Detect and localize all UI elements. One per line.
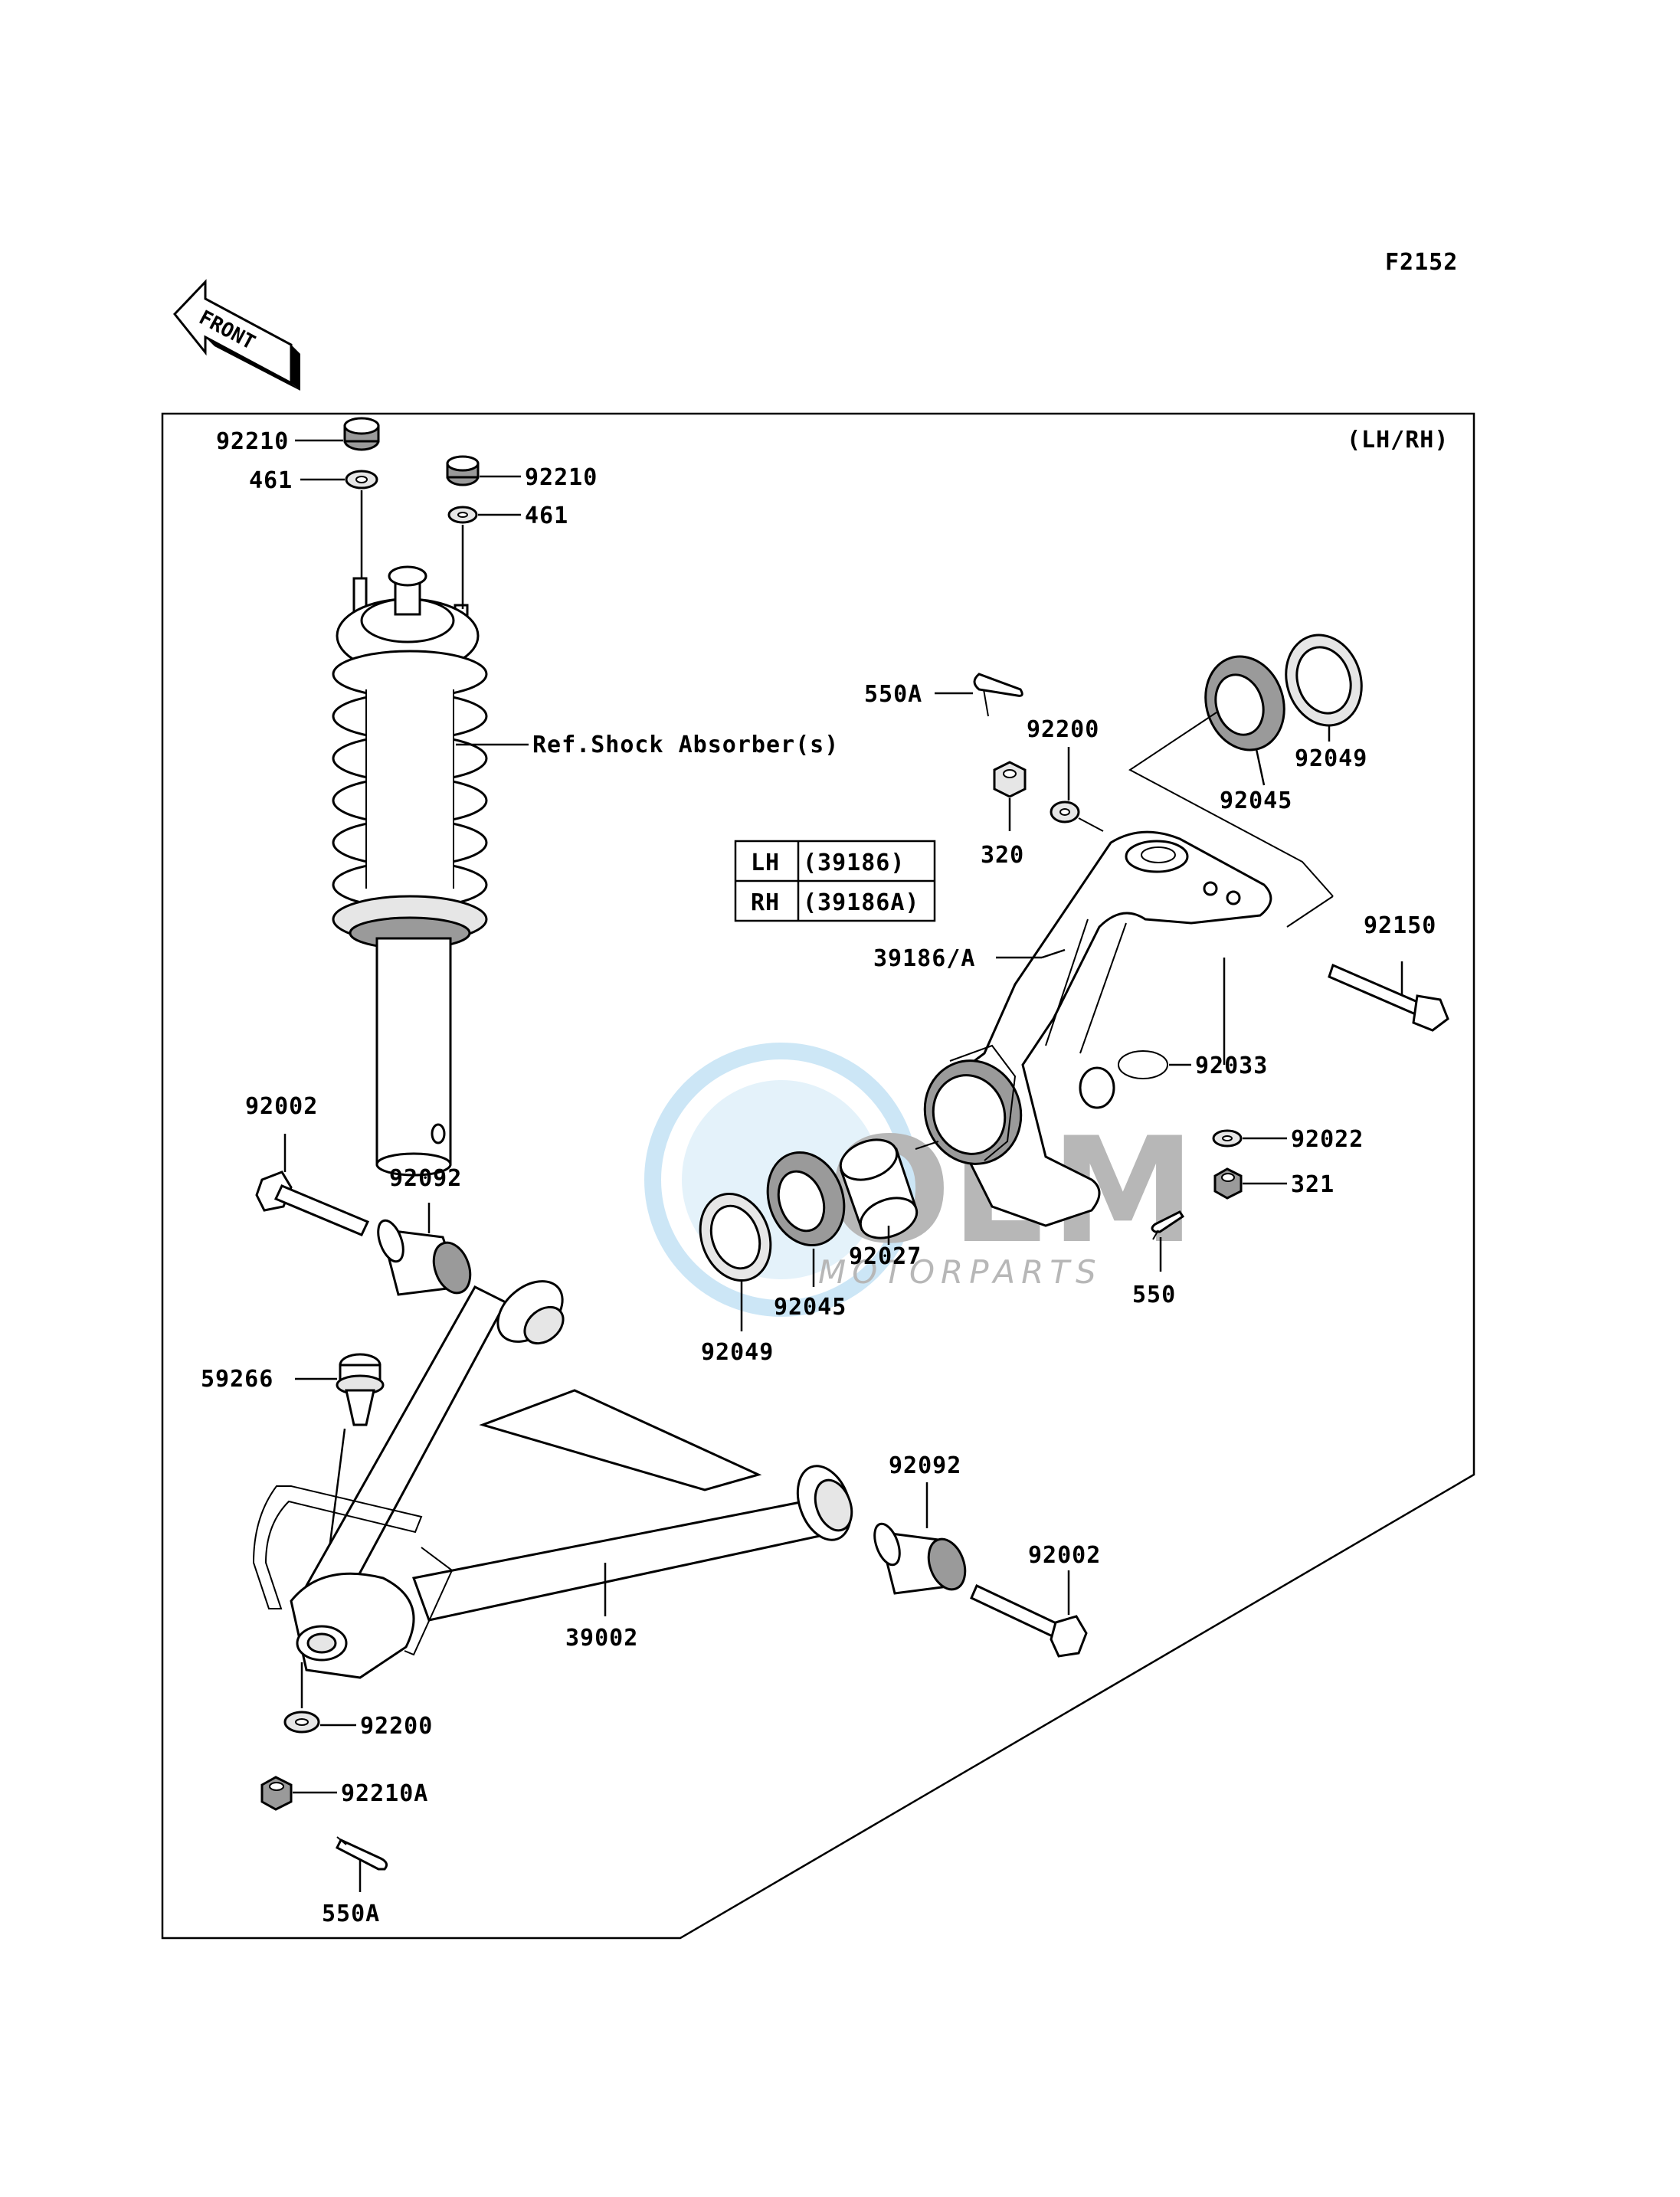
part-92210-a: 92210 — [216, 428, 289, 455]
part-92022: 92022 — [1291, 1126, 1364, 1153]
nut-92210A-icon — [260, 1776, 293, 1811]
part-92150: 92150 — [1364, 912, 1436, 939]
part-550: 550 — [1132, 1282, 1176, 1308]
part-92200-top: 92200 — [1027, 716, 1099, 743]
part-92045-top: 92045 — [1220, 787, 1292, 814]
seal-92049-bottom-icon — [699, 1192, 772, 1282]
part-92027: 92027 — [849, 1243, 922, 1270]
collar-92027-icon — [839, 1138, 919, 1239]
bearing-92045-top-icon — [1204, 655, 1285, 751]
side-note: (LH/RH) — [1347, 427, 1449, 453]
table-lh-part: (39186) — [803, 850, 905, 876]
nut-92210-a-icon — [343, 417, 380, 451]
watermark-sub: MOTORPARTS — [818, 1253, 1102, 1291]
bolt-92002-left-icon — [255, 1171, 370, 1236]
table-lh-side: LH — [751, 850, 780, 876]
shock-absorber — [332, 565, 488, 1177]
cotter-pin-550A-top-icon — [973, 673, 1023, 717]
part-92210A: 92210A — [341, 1780, 428, 1807]
bearing-92045-bottom-icon — [766, 1151, 846, 1247]
cotter-pin-550A-bottom-icon — [335, 1836, 388, 1871]
washer-461-b-icon — [447, 506, 478, 524]
part-92049-top: 92049 — [1295, 745, 1367, 772]
part-92002-right: 92002 — [1028, 1542, 1101, 1569]
part-92045-bottom: 92045 — [774, 1294, 847, 1321]
knuckle-lh-rh-table: LH (39186) RH (39186A) — [734, 840, 936, 922]
washer-92200-bottom-icon — [283, 1711, 320, 1734]
part-550A-top: 550A — [864, 681, 922, 708]
figure-code: F2152 — [1385, 249, 1458, 276]
washer-461-a-icon — [345, 470, 378, 489]
washer-92200-top-icon — [1050, 801, 1080, 823]
nut-320-icon — [993, 761, 1027, 798]
part-92049-bottom: 92049 — [701, 1339, 774, 1366]
bolt-92150-icon — [1328, 963, 1449, 1032]
diagram-frame — [161, 412, 1475, 1940]
cotter-pin-550-icon — [1151, 1210, 1185, 1240]
lower-a-arm-39002 — [252, 1280, 853, 1679]
bushing-92092-right-icon — [873, 1522, 967, 1595]
shock-ref-label: Ref.Shock Absorber(s) — [532, 732, 839, 758]
part-92002-left: 92002 — [245, 1093, 318, 1120]
washer-92022-icon — [1212, 1129, 1243, 1148]
bolt-92002-right-icon — [970, 1583, 1088, 1658]
part-92200-bottom: 92200 — [360, 1713, 433, 1740]
bushing-92092-left-icon — [377, 1219, 472, 1296]
part-92033: 92033 — [1195, 1053, 1268, 1079]
part-59266: 59266 — [201, 1366, 273, 1393]
table-rh-part: (39186A) — [803, 889, 920, 916]
part-321: 321 — [1291, 1171, 1335, 1198]
part-461-b: 461 — [525, 503, 568, 529]
steering-knuckle — [923, 830, 1272, 1227]
part-92092-left: 92092 — [389, 1165, 462, 1192]
part-92092-right: 92092 — [889, 1452, 961, 1479]
part-92210-b: 92210 — [525, 464, 598, 491]
seal-92049-top-icon — [1285, 634, 1363, 727]
part-461-a: 461 — [249, 467, 293, 494]
circlip-92033-icon — [1118, 1050, 1168, 1079]
table-rh-side: RH — [751, 889, 780, 916]
part-320: 320 — [981, 842, 1024, 869]
front-arrow-icon: FRONT — [173, 279, 300, 391]
nut-321-icon — [1213, 1167, 1243, 1200]
ball-joint-59266-icon — [336, 1353, 385, 1426]
part-39186A: 39186/A — [873, 945, 975, 972]
nut-92210-b-icon — [446, 455, 480, 486]
part-550A-bottom: 550A — [322, 1901, 380, 1927]
part-39002: 39002 — [565, 1625, 638, 1652]
